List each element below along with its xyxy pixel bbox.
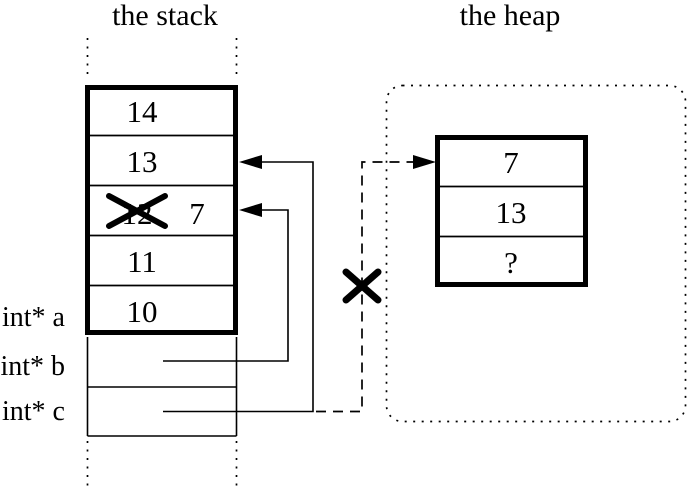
heap-boundary-dotted-box (385, 84, 687, 423)
stack-region: the stack 14 13 12 7 11 10 int* a int (0, 0, 238, 487)
heap-cell-value: ? (504, 245, 518, 280)
heap-block-box (435, 135, 588, 287)
arrowhead-right-icon (413, 155, 436, 169)
pointer-c-line (163, 161, 314, 413)
invalid-pointer-x-icon (342, 268, 382, 304)
arrowhead-left-icon (239, 155, 262, 169)
stack-cell-value: 14 (127, 94, 159, 129)
pointer-label-a: int* a (2, 302, 66, 333)
stack-cell-value: 11 (127, 244, 157, 279)
stack-cell-value: 13 (127, 144, 158, 179)
stack-cell-new-value: 7 (189, 196, 205, 231)
heap-title: the heap (460, 0, 561, 32)
heap-cell-value: 13 (496, 195, 527, 230)
pointer-label-c: int* c (2, 396, 65, 427)
heap-region: the heap 7 13 ? (385, 0, 687, 423)
stack-title: the stack (112, 0, 218, 32)
arrowhead-left-icon (239, 203, 262, 217)
crossed-out-value-x-icon (106, 193, 168, 229)
pointer-b-line (163, 209, 289, 362)
dangling-pointer-dashed-arrow (316, 155, 436, 413)
stack-frame-box (85, 85, 238, 335)
stack-cell-value: 10 (127, 294, 158, 329)
pointer-c-arrow (163, 155, 314, 413)
pointer-b-arrow (163, 203, 289, 362)
heap-cell-value: 7 (503, 145, 519, 180)
pointer-label-b: int* b (0, 351, 65, 382)
